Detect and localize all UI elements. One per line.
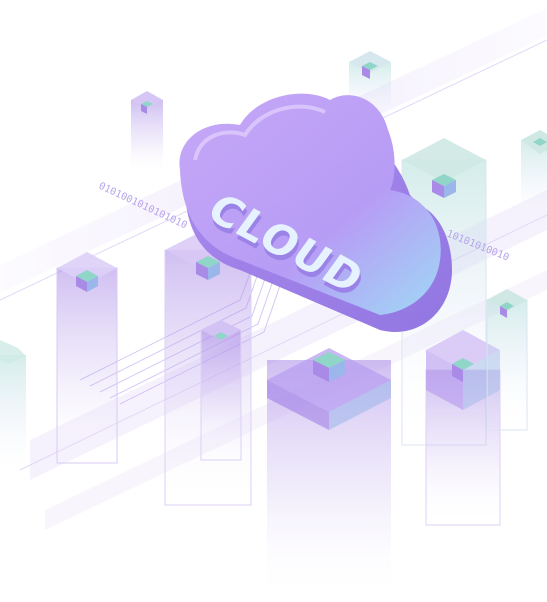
- pillar-right-small: [487, 289, 527, 430]
- pillar-far-right: [521, 130, 547, 225]
- pillar-center: [267, 348, 391, 602]
- pillar-left-edge: [0, 340, 26, 480]
- pillar-top-left: [131, 91, 163, 175]
- pillar-inner: [201, 320, 241, 460]
- pillar-left: [57, 252, 117, 463]
